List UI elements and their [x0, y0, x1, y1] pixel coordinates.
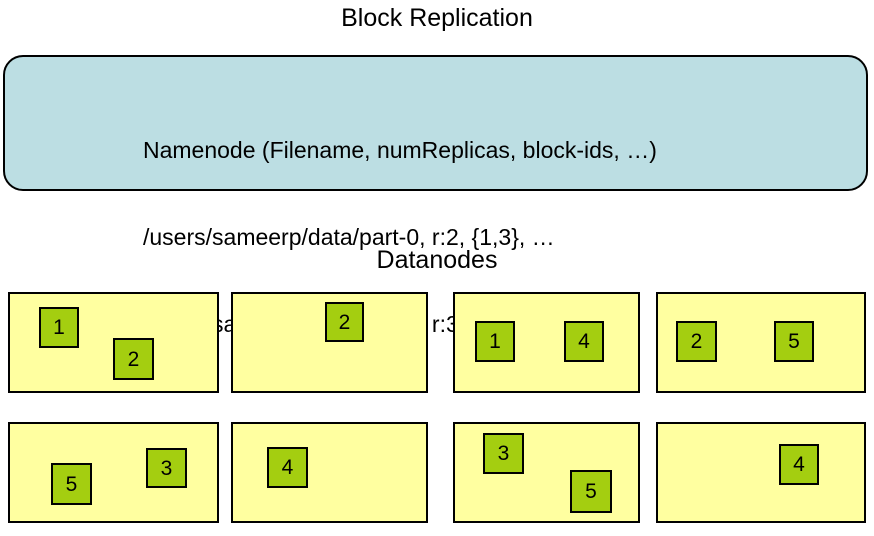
block-replica-4: 4 [564, 321, 604, 362]
block-label: 4 [793, 453, 805, 476]
block-label: 3 [497, 442, 510, 465]
block-replica-5: 5 [51, 463, 92, 505]
block-replica-4: 4 [779, 444, 819, 485]
block-label: 2 [338, 310, 351, 334]
block-label: 5 [585, 480, 597, 503]
block-label: 5 [65, 472, 78, 496]
block-replica-2: 2 [676, 321, 717, 362]
page-title: Block Replication [341, 4, 533, 32]
datanodes-label: Datanodes [376, 246, 498, 274]
block-label: 2 [690, 330, 703, 353]
block-replica-2: 2 [113, 338, 154, 380]
block-label: 3 [160, 456, 173, 480]
block-replica-4: 4 [267, 447, 308, 488]
datanode-8: 4 [656, 422, 866, 523]
block-label: 5 [788, 330, 800, 353]
namenode-line-part-0: /users/sameerp/data/part-0, r:2, {1,3}, … [143, 224, 555, 250]
block-label: 1 [489, 330, 501, 353]
block-label: 1 [53, 316, 65, 339]
namenode-box: Namenode (Filename, numReplicas, block-i… [3, 55, 868, 337]
block-replica-5: 5 [570, 470, 612, 513]
block-replica-1: 1 [39, 307, 79, 348]
block-replica-3: 3 [146, 448, 187, 488]
datanode-6: 4 [231, 422, 428, 523]
block-replica-3: 3 [483, 433, 524, 474]
block-label: 4 [281, 456, 294, 479]
block-replica-1: 1 [475, 321, 515, 362]
datanode-2: 2 [231, 292, 428, 393]
namenode-line-header: Namenode (Filename, numReplicas, block-i… [143, 137, 657, 163]
block-label: 2 [127, 347, 140, 371]
block-label: 4 [578, 330, 590, 353]
block-replica-5: 5 [774, 321, 814, 362]
block-replica-2: 2 [325, 302, 364, 342]
